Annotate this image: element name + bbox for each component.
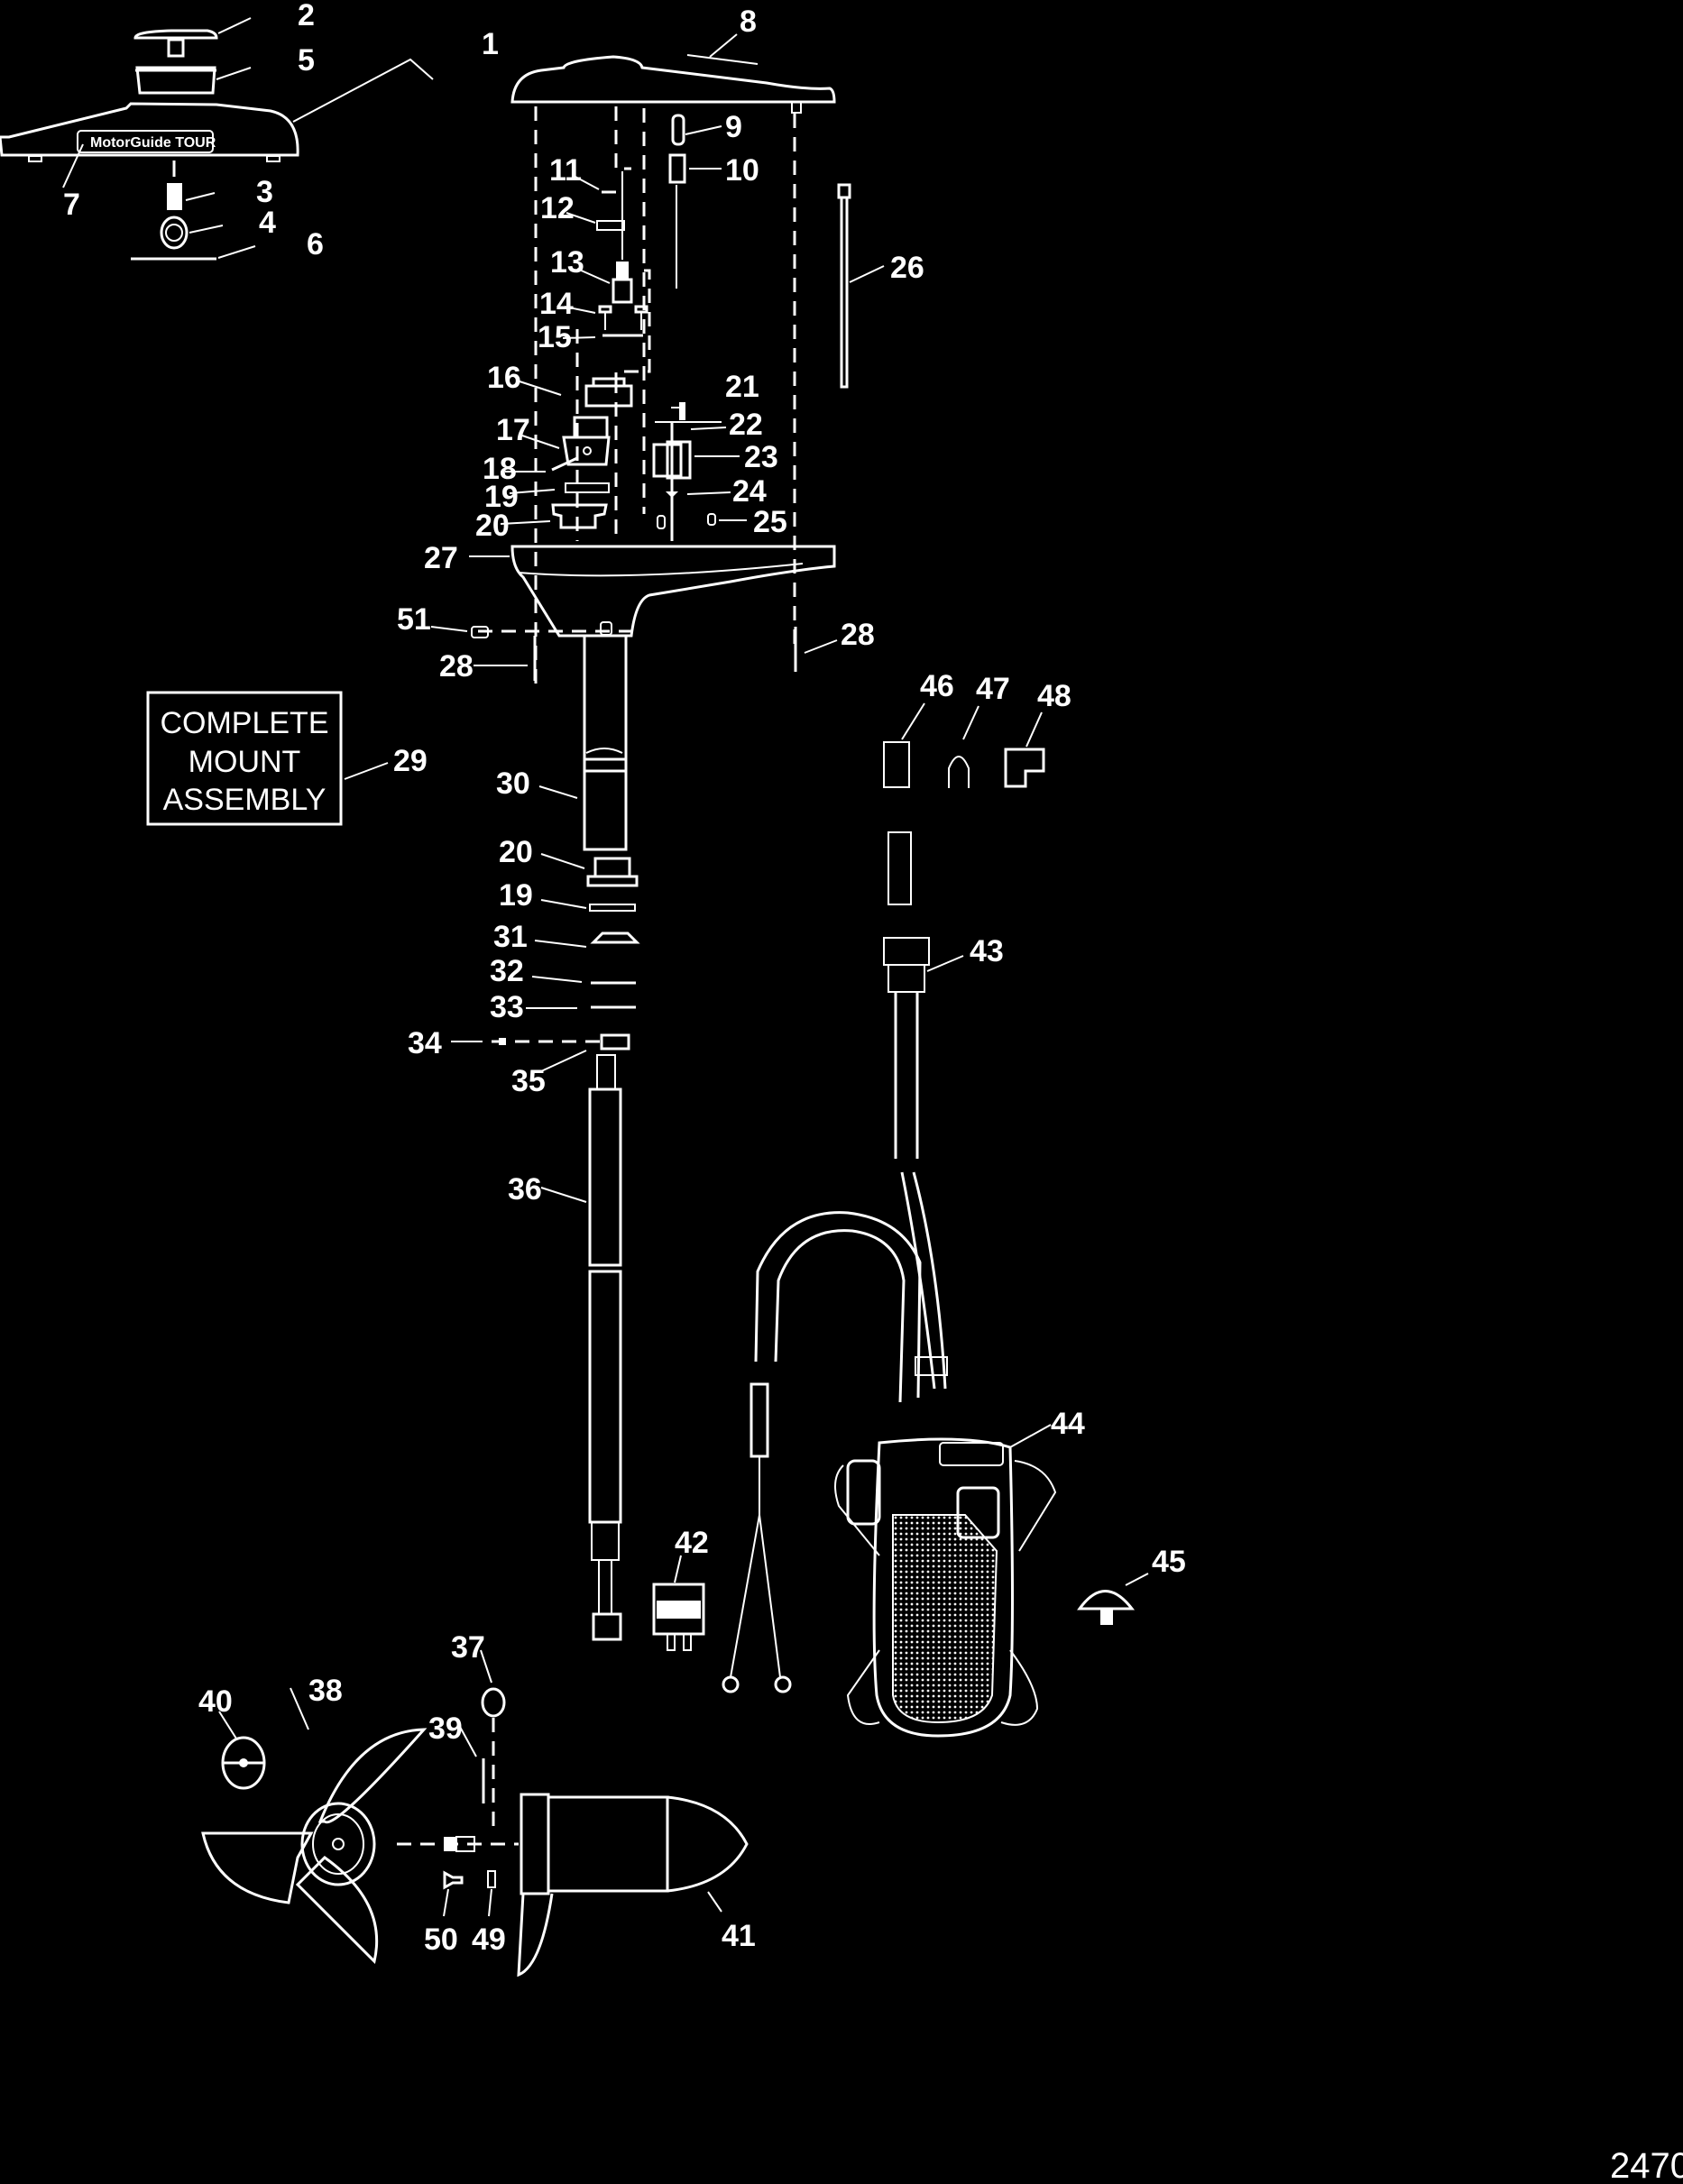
callout-15: 15: [538, 320, 572, 354]
callout-12: 12: [540, 191, 575, 225]
callout-45: 45: [1152, 1545, 1186, 1579]
callout-46: 46: [920, 669, 954, 703]
callout-28-right: 28: [841, 618, 875, 652]
callout-labels: 2 5 3 4 6 7 1 8 9 10 11 12 13 14 15 16 1…: [63, 0, 1186, 1957]
callout-30: 30: [496, 766, 530, 801]
callout-1: 1: [482, 27, 499, 61]
alignment-guides: [478, 106, 796, 685]
callout-8: 8: [740, 5, 757, 39]
callout-34: 34: [408, 1026, 442, 1060]
callout-11: 11: [549, 153, 582, 188]
callout-22: 22: [729, 408, 763, 442]
callout-4: 4: [259, 206, 276, 240]
callout-24: 24: [732, 474, 767, 509]
callout-21: 21: [725, 370, 759, 404]
callout-9: 9: [725, 110, 742, 144]
callout-38: 38: [308, 1674, 343, 1708]
callout-31: 31: [493, 920, 528, 954]
callout-37: 37: [451, 1630, 485, 1665]
control-head-cover: [510, 33, 836, 114]
callout-5: 5: [298, 43, 315, 78]
brand-decal: MotorGuide TOUR: [90, 135, 216, 151]
callout-32: 32: [490, 954, 524, 988]
steering-column-parts: [451, 757, 640, 1072]
callout-10: 10: [725, 153, 759, 188]
callout-6: 6: [307, 227, 324, 262]
complete-mount-assembly-note: COMPLETE MOUNT ASSEMBLY: [146, 691, 389, 826]
foot-pedal-assembly: [652, 702, 1149, 1738]
note-box-line-3: ASSEMBLY: [163, 783, 326, 817]
callout-20: 20: [475, 509, 510, 543]
callout-2: 2: [298, 0, 315, 32]
callout-16: 16: [487, 361, 521, 395]
callout-42: 42: [675, 1526, 709, 1560]
lower-unit: [201, 1649, 749, 1978]
callout-17: 17: [496, 413, 530, 447]
callout-7: 7: [63, 188, 80, 222]
callout-51: 51: [397, 602, 431, 637]
internal-parts-upper: [562, 114, 885, 389]
callout-19-lower: 19: [499, 878, 533, 913]
callout-27: 27: [424, 541, 458, 575]
callout-47: 47: [976, 672, 1010, 706]
callout-26: 26: [890, 251, 924, 285]
figure-id: 2470: [1610, 2146, 1683, 2184]
callout-13: 13: [550, 245, 584, 280]
callout-25: 25: [753, 505, 787, 539]
callout-39: 39: [428, 1711, 463, 1746]
callout-28-left: 28: [439, 649, 474, 684]
shaft-assembly: [540, 1054, 622, 1641]
lower-housing: [430, 545, 838, 773]
control-head-side-view: MotorGuide TOUR: [0, 17, 434, 261]
internal-parts-middle: [500, 377, 747, 541]
callout-49: 49: [472, 1922, 506, 1957]
note-box-line-2: MOUNT: [189, 745, 301, 779]
callout-41: 41: [722, 1919, 756, 1953]
callout-43: 43: [970, 934, 1004, 968]
callout-20-lower: 20: [499, 835, 533, 869]
callout-40: 40: [198, 1684, 233, 1719]
callout-36: 36: [508, 1172, 542, 1207]
callout-18: 18: [483, 452, 517, 486]
callout-50: 50: [424, 1922, 458, 1957]
callout-29: 29: [393, 744, 428, 778]
callout-35: 35: [511, 1064, 546, 1098]
callout-33: 33: [490, 990, 524, 1024]
callout-23: 23: [744, 440, 778, 474]
callout-3: 3: [256, 175, 273, 209]
callout-19: 19: [484, 480, 519, 514]
callout-14: 14: [539, 287, 574, 321]
note-box-line-1: COMPLETE: [160, 706, 328, 740]
callout-48: 48: [1037, 679, 1071, 713]
callout-44: 44: [1051, 1407, 1085, 1441]
